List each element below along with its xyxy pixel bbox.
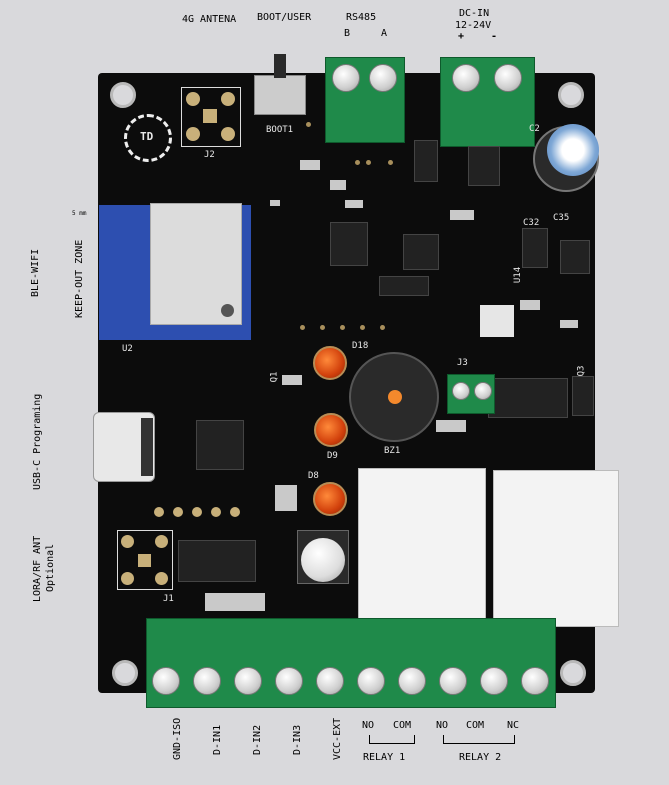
- relay1-com-label: COM: [393, 720, 412, 731]
- pin-label-vcc-ext: VCC-EXT: [332, 717, 343, 760]
- led-d18: [313, 346, 347, 380]
- dcin-plus-label: +: [458, 31, 465, 42]
- dcin-screw-plus[interactable]: [452, 64, 480, 92]
- j1-label: J1: [163, 594, 174, 604]
- terminal-screw[interactable]: [316, 667, 344, 695]
- ic-chip: [480, 305, 514, 337]
- rs485-a-label: A: [381, 28, 388, 39]
- c35-label: C35: [553, 213, 570, 223]
- u14-label: U14: [513, 266, 524, 284]
- rs485-b-label: B: [344, 28, 351, 39]
- dcin-voltage-label: 12-24V: [455, 20, 492, 31]
- terminal-screw[interactable]: [193, 667, 221, 695]
- terminal-screw[interactable]: [521, 667, 549, 695]
- j3-screw[interactable]: [474, 382, 492, 400]
- j2-connector: [181, 87, 241, 147]
- rs485-label: RS485: [346, 12, 377, 23]
- inductor: [560, 240, 590, 274]
- j1-connector: [117, 530, 173, 590]
- optional-label: Optional: [45, 543, 56, 592]
- pin-label-din3: D-IN3: [292, 724, 303, 755]
- logo-text: TD: [140, 130, 154, 143]
- gear-icon: [124, 114, 172, 162]
- ic-chip: [468, 146, 500, 186]
- boot-label: BOOT/USER: [257, 12, 312, 23]
- terminal-screw[interactable]: [480, 667, 508, 695]
- ble-wifi-label: BLE-WIFI: [30, 248, 41, 297]
- d8-label: D8: [308, 471, 319, 481]
- relay2-bracket: [443, 735, 515, 744]
- ic-chip: [330, 222, 368, 266]
- pin-label-din2: D-IN2: [252, 724, 263, 755]
- ic-chip: [178, 540, 256, 582]
- lora-label: LORA/RF ANT: [32, 535, 43, 602]
- boot-button-plunger[interactable]: [274, 54, 286, 78]
- terminal-screw[interactable]: [439, 667, 467, 695]
- q1-label: Q1: [269, 371, 280, 383]
- relay2-label: RELAY 2: [459, 752, 502, 763]
- relay2-com-label: COM: [466, 720, 485, 731]
- pin-label-din1: D-IN1: [212, 724, 223, 755]
- rs485-screw-b[interactable]: [332, 64, 360, 92]
- j2-label: J2: [204, 150, 215, 160]
- c32-label: C32: [523, 218, 540, 228]
- relay1-bracket: [369, 735, 415, 744]
- d18-label: D18: [352, 341, 369, 351]
- dcin-screw-minus[interactable]: [494, 64, 522, 92]
- relay-2: [493, 470, 619, 627]
- j3-label: J3: [457, 358, 468, 368]
- c2-label: C2: [529, 124, 540, 134]
- ic-chip: [403, 234, 439, 270]
- dcin-label: DC-IN: [459, 8, 490, 19]
- keepout-dim-label: 5 mm: [72, 210, 87, 217]
- relay1-no-label: NO: [362, 720, 375, 731]
- terminal-screw[interactable]: [152, 667, 180, 695]
- bz1-label: BZ1: [384, 446, 401, 456]
- j3-screw[interactable]: [452, 382, 470, 400]
- relay2-no-label: NO: [436, 720, 449, 731]
- mount-hole: [110, 82, 136, 108]
- u2-label: U2: [122, 344, 133, 354]
- boot1-label: BOOT1: [266, 125, 294, 135]
- mount-hole: [558, 82, 584, 108]
- relay-1: [358, 468, 486, 623]
- terminal-screw[interactable]: [398, 667, 426, 695]
- terminal-screw[interactable]: [357, 667, 385, 695]
- diode: [414, 140, 438, 182]
- mount-hole: [560, 660, 586, 686]
- led-d8: [313, 482, 347, 516]
- d9-label: D9: [327, 451, 338, 461]
- pin-label-gnd-iso: GND-ISO: [172, 717, 183, 760]
- buzzer-hole: [388, 390, 402, 404]
- dcin-minus-label: -: [491, 31, 498, 42]
- mount-hole: [112, 660, 138, 686]
- q3-label: Q3: [576, 365, 587, 377]
- ic-chip: [488, 378, 568, 418]
- q3-transistor: [572, 376, 594, 416]
- ic-chip: [522, 228, 548, 268]
- regulator: [196, 420, 244, 470]
- led-d9: [314, 413, 348, 447]
- usb-label: USB-C Programing: [32, 393, 43, 490]
- boot-button[interactable]: [254, 75, 306, 115]
- capacitor: [301, 538, 345, 582]
- relay1-label: RELAY 1: [363, 752, 406, 763]
- relay2-nc-label: NC: [507, 720, 520, 731]
- antenna-label: 4G ANTENA: [182, 14, 237, 25]
- diode: [379, 276, 429, 296]
- keepout-label: KEEP-OUT ZONE: [74, 239, 85, 318]
- terminal-screw[interactable]: [234, 667, 262, 695]
- rs485-screw-a[interactable]: [369, 64, 397, 92]
- terminal-screw[interactable]: [275, 667, 303, 695]
